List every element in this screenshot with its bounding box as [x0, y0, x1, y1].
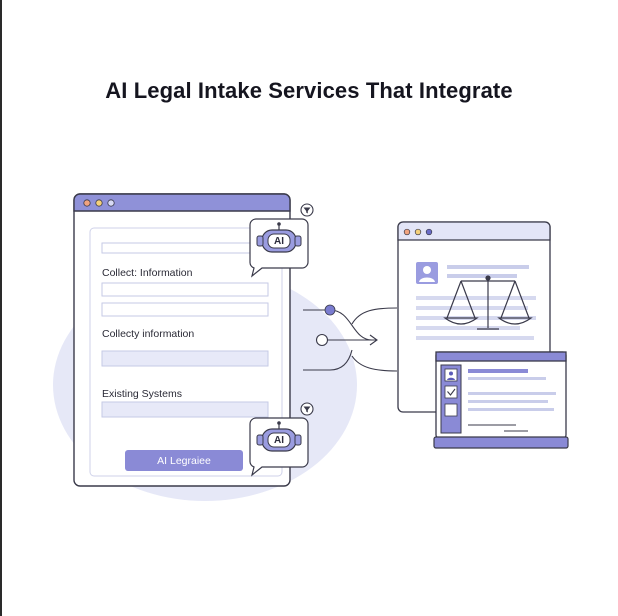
robot-icon — [256, 222, 302, 253]
connector-node-open — [315, 333, 329, 347]
integration-connector — [303, 307, 398, 372]
ai-badge-top — [249, 218, 309, 278]
ai-badge-bottom-label: AI — [274, 435, 284, 446]
connector-node-filled — [324, 304, 336, 316]
user-icon — [416, 262, 438, 284]
form-field-top[interactable] — [101, 242, 269, 254]
filter-icon — [300, 203, 314, 217]
case-management-screen — [433, 351, 569, 449]
scales-icon — [443, 275, 533, 330]
form-window — [73, 193, 291, 487]
ai-legraiee-button[interactable] — [125, 450, 243, 471]
collect-field-2[interactable] — [101, 302, 269, 317]
checkbox-icon — [444, 385, 458, 399]
collect-information-label: Collect: Information — [102, 267, 193, 279]
window-dots-icon — [83, 199, 115, 207]
ai-badge-top-label: AI — [274, 236, 284, 247]
ai-badge-bottom — [249, 417, 309, 477]
collecty-information-label: Collecty information — [102, 328, 195, 340]
left-border — [0, 0, 2, 616]
user-icon — [444, 368, 458, 382]
page-title: AI Legal Intake Services That Integrate — [105, 78, 513, 103]
existing-systems-label: Existing Systems — [102, 388, 182, 400]
filter-icon — [300, 402, 314, 416]
collect-field-1[interactable] — [101, 282, 269, 297]
collecty-field[interactable] — [101, 350, 269, 367]
existing-systems-field[interactable] — [101, 401, 269, 418]
window-dots-icon — [403, 228, 433, 236]
robot-icon — [256, 421, 302, 452]
ai-legraiee-button-label: AI Legraiee — [157, 455, 211, 467]
